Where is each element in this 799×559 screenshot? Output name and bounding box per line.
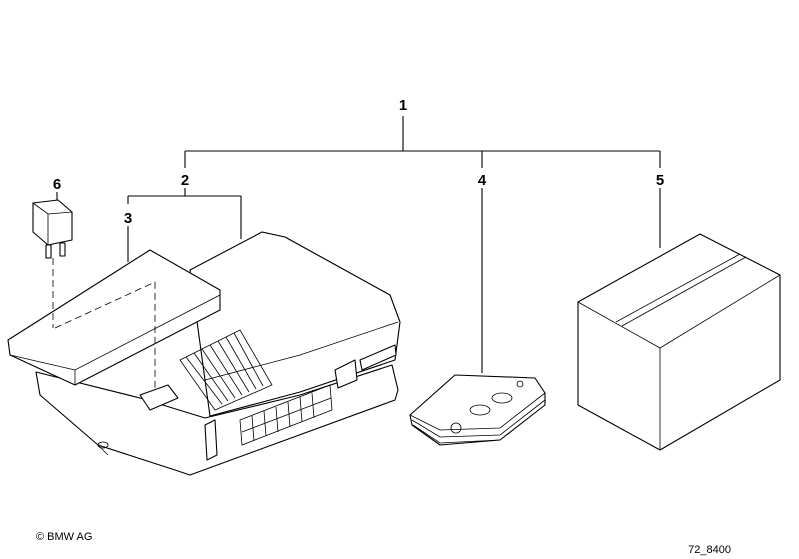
connector-pins (239, 384, 333, 446)
callout-4: 4 (478, 172, 487, 189)
callout-6: 6 (53, 176, 61, 193)
leader-lines (56, 116, 661, 373)
heat-sink-fins (179, 329, 273, 411)
fuse-illustration (32, 199, 73, 328)
drawing-number: 72_8400 (688, 544, 731, 556)
callout-5: 5 (656, 172, 664, 189)
remote-key-illustration (409, 374, 546, 446)
callout-2: 2 (181, 172, 189, 189)
control-unit-illustration (7, 231, 401, 476)
carton-box-illustration (577, 233, 781, 451)
copyright-text: © BMW AG (36, 531, 92, 543)
callout-3: 3 (124, 210, 132, 227)
callout-1: 1 (399, 97, 407, 114)
